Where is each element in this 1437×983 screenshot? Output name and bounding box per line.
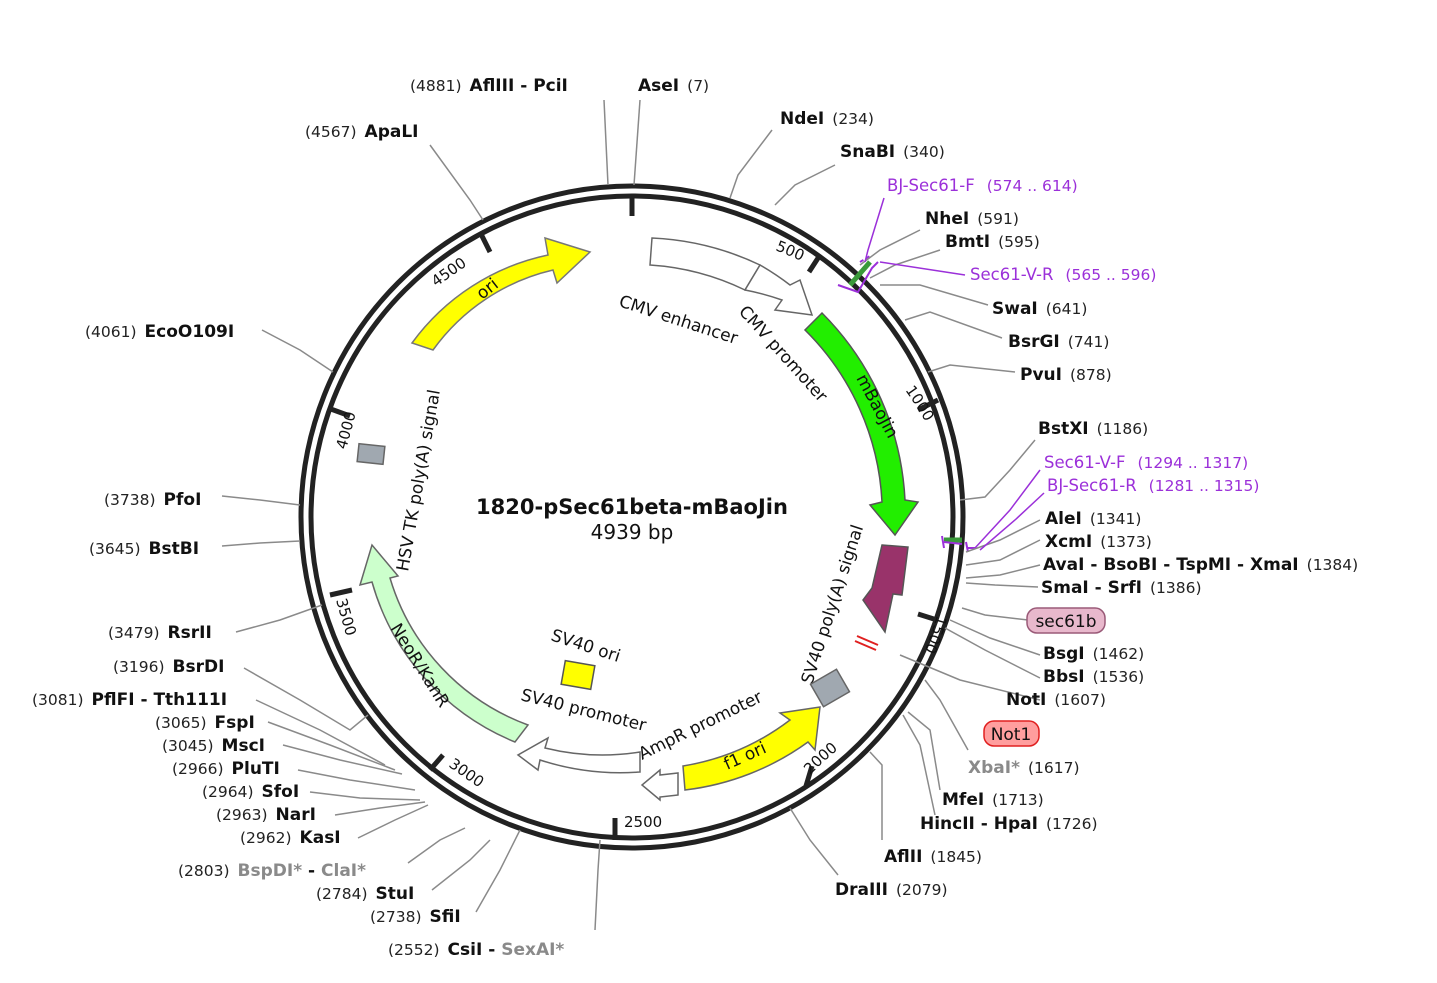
tick-3500: 3500 (332, 596, 360, 638)
site-pvui: PvuI(878) (1020, 365, 1112, 385)
boxed-label-sec61b-text: sec61b (1035, 612, 1096, 632)
site-noti: NotI(1607) (1006, 690, 1106, 710)
site-draiii: DraIII(2079) (835, 880, 948, 900)
primer-binding-marks (837, 255, 975, 553)
site-apali: (4567)ApaLI (305, 122, 419, 142)
feature-neor-kanr[interactable]: NeoR/KanR (358, 543, 530, 743)
site-bsrdi: (3196)BsrDI (113, 657, 224, 677)
site-xcmi: XcmI(1373) (1045, 532, 1152, 552)
site-aflii: AflII(1845) (884, 847, 982, 867)
site-fspi: (3065)FspI (155, 713, 255, 733)
feature-hsv-tk-polya[interactable]: HSV TK poly(A) signal (356, 388, 445, 573)
site-bbsi: BbsI(1536) (1043, 667, 1144, 687)
primer-bj-sec61-r: BJ-Sec61-R(1281 .. 1315) (1047, 476, 1259, 495)
tick-2000: 2000 (800, 739, 841, 778)
site-ndei: NdeI(234) (780, 109, 874, 129)
site-eco0109i: (4061)EcoO109I (85, 322, 234, 342)
site-bspdi: (2803)BspDI* - ClaI* (178, 861, 366, 881)
site-leader-lines (221, 99, 1041, 931)
primer-sec61-v-r: Sec61-V-R(565 .. 596) (970, 265, 1156, 284)
site-bsgi: BsgI(1462) (1043, 644, 1144, 664)
site-kasi: (2962)KasI (240, 828, 341, 848)
site-labels: (4881)AflIII - PciI AseI(7) NdeI(234) Sn… (32, 76, 1358, 960)
site-alei: AleI(1341) (1045, 509, 1141, 529)
boxed-label-not1[interactable]: Not1 (983, 720, 1040, 747)
site-stui: (2784)StuI (316, 884, 414, 904)
site-pflfi: (3081)PflFI - Tth111I (32, 690, 227, 710)
feature-sv40-polya[interactable]: SV40 poly(A) signal (798, 522, 909, 687)
site-bmti: BmtI(595) (945, 232, 1040, 252)
primer-sec61-v-f: Sec61-V-F(1294 .. 1317) (1044, 453, 1248, 472)
feature-sv40-promoter[interactable]: SV40 promoter (516, 685, 648, 774)
primer-labels: BJ-Sec61-F(574 .. 614) Sec61-V-R(565 .. … (887, 176, 1259, 495)
site-swai: SwaI(641) (992, 299, 1087, 319)
site-bstbi: (3645)BstBI (89, 539, 199, 559)
feature-hsv-tk-polya-label: HSV TK poly(A) signal (393, 388, 445, 573)
tick-500: 500 (774, 237, 808, 265)
site-asei: AseI(7) (638, 76, 709, 96)
feature-marker-box (809, 668, 851, 708)
plasmid-name: 1820-pSec61beta-mBaoJin (476, 495, 788, 519)
plasmid-size: 4939 bp (591, 520, 674, 544)
tick-2500: 2500 (624, 813, 662, 831)
feature-cmv-enhancer[interactable]: CMV enhancer (616, 237, 762, 349)
feature-neor-kanr-label: NeoR/KanR (386, 620, 453, 711)
site-rsrii: (3479)RsrII (108, 623, 212, 643)
tick-4500: 4500 (428, 254, 470, 291)
feature-cmv-enhancer-label: CMV enhancer (616, 292, 740, 349)
site-hincii: HincII - HpaI(1726) (920, 814, 1098, 834)
site-nhei: NheI(591) (925, 209, 1019, 229)
feature-ori[interactable]: ori (410, 236, 592, 351)
boxed-label-sec61b[interactable]: sec61b (1026, 607, 1106, 634)
feature-sv40-promoter-label: SV40 promoter (519, 685, 648, 735)
boxed-label-not1-text: Not1 (991, 725, 1032, 745)
site-msci: (3045)MscI (162, 736, 265, 756)
primer-bj-sec61-f: BJ-Sec61-F(574 .. 614) (887, 176, 1078, 195)
site-smai: SmaI - SrfI(1386) (1041, 578, 1202, 598)
feature-sv40-polya-label: SV40 poly(A) signal (798, 522, 868, 686)
cut-marks-red (854, 635, 879, 651)
site-nari: (2963)NarI (216, 805, 316, 825)
site-bstxi: BstXI(1186) (1038, 419, 1148, 439)
feature-sv40-ori-label: SV40 ori (548, 626, 622, 667)
site-bsrgi: BsrGI(741) (1008, 332, 1109, 352)
tick-1500: 1500 (921, 614, 951, 656)
site-afliii-pcii: (4881)AflIII - PciI (410, 76, 568, 96)
site-csii: (2552)CsiI - SexAI* (388, 940, 564, 960)
site-sfii: (2738)SfiI (370, 907, 461, 927)
tick-4000: 4000 (332, 409, 359, 451)
ring-tick-marks (327, 194, 940, 840)
site-sfoi: (2964)SfoI (202, 782, 299, 802)
site-pfoi: (3738)PfoI (104, 490, 201, 510)
site-avai: AvaI - BsoBI - TspMI - XmaI(1384) (1043, 555, 1358, 575)
site-mfei: MfeI(1713) (942, 790, 1044, 810)
site-pluti: (2966)PluTI (172, 759, 280, 779)
site-snabi: SnaBI(340) (840, 142, 945, 162)
primer-leader-lines (864, 197, 1045, 551)
site-xbai: XbaI*(1617) (968, 758, 1080, 778)
feature-sv40-ori[interactable]: SV40 ori (548, 626, 623, 691)
